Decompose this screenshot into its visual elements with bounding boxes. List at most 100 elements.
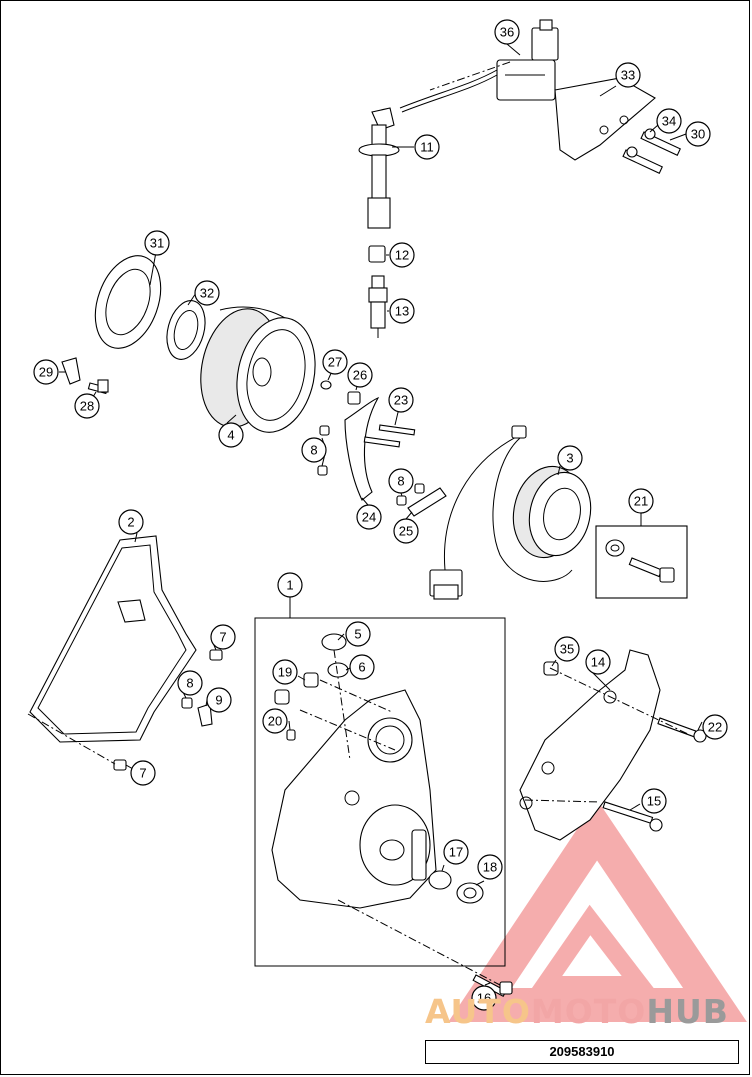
callout-5: 5 <box>345 621 371 647</box>
callout-7a: 7 <box>210 624 236 650</box>
callout-4: 4 <box>218 422 244 448</box>
nuts-8 <box>317 425 425 506</box>
watermark-text: AUTOMOTOHUB <box>425 992 729 1031</box>
callout-8a: 8 <box>301 437 327 463</box>
rotor-nut <box>347 391 361 405</box>
clip-29 <box>61 357 81 385</box>
flywheel-rotor <box>200 306 316 433</box>
svg-text:11: 11 <box>420 140 434 155</box>
svg-text:20: 20 <box>268 714 282 729</box>
document-number: 209583910 <box>425 1040 739 1064</box>
o-ring-6 <box>327 662 349 678</box>
ignition-coil <box>496 19 559 101</box>
callout-19: 19 <box>272 659 298 685</box>
callout-26: 26 <box>347 362 373 388</box>
svg-text:22: 22 <box>708 720 722 735</box>
callout-12: 12 <box>389 242 415 268</box>
callout-24: 24 <box>356 504 382 530</box>
spacer-ring <box>166 300 206 360</box>
svg-text:19: 19 <box>278 665 292 680</box>
watermark-logo <box>448 799 747 1022</box>
watermark-part1: AUTO <box>425 992 531 1031</box>
spark-plug-connector <box>358 107 400 229</box>
svg-text:23: 23 <box>394 393 408 408</box>
svg-text:26: 26 <box>353 368 367 383</box>
coil-cable <box>399 69 498 113</box>
svg-text:8: 8 <box>310 443 317 458</box>
stator <box>512 465 592 559</box>
callout-20: 20 <box>262 708 288 734</box>
svg-text:21: 21 <box>634 494 648 509</box>
callout-11: 11 <box>414 134 440 160</box>
svg-text:14: 14 <box>591 655 605 670</box>
callout-9: 9 <box>206 687 232 713</box>
svg-text:31: 31 <box>150 236 164 251</box>
callout-17: 17 <box>443 839 469 865</box>
stator-connector <box>429 569 463 600</box>
dowels-7 <box>113 649 223 771</box>
callout-36: 36 <box>494 19 520 45</box>
callout-34: 34 <box>656 108 682 134</box>
svg-text:7: 7 <box>219 630 226 645</box>
svg-text:7: 7 <box>139 766 146 781</box>
callout-29: 29 <box>33 359 59 385</box>
callout-35: 35 <box>554 636 580 662</box>
svg-text:36: 36 <box>500 25 514 40</box>
o-ring-17 <box>428 870 452 890</box>
part-8-9 <box>181 697 213 727</box>
callout-14: 14 <box>585 649 611 675</box>
svg-text:33: 33 <box>621 68 635 83</box>
screws-23 <box>363 424 416 448</box>
callout-15: 15 <box>641 788 667 814</box>
stator-cable <box>443 425 573 582</box>
svg-text:4: 4 <box>227 428 234 443</box>
callout-18: 18 <box>477 854 503 880</box>
kit-21-box <box>595 525 688 599</box>
callout-2: 2 <box>118 509 144 535</box>
svg-text:32: 32 <box>200 286 214 301</box>
trigger-bracket <box>344 397 380 501</box>
svg-text:13: 13 <box>395 304 409 319</box>
svg-text:35: 35 <box>560 642 574 657</box>
ignition-cover-box <box>254 617 506 967</box>
svg-text:8: 8 <box>186 676 193 691</box>
callout-25: 25 <box>393 518 419 544</box>
callout-23: 23 <box>388 387 414 413</box>
bracket-screws <box>622 128 681 174</box>
svg-text:1: 1 <box>286 578 293 593</box>
bolt-28 <box>87 379 109 395</box>
svg-text:25: 25 <box>399 524 413 539</box>
callout-1: 1 <box>277 572 303 598</box>
plug-18 <box>456 882 484 904</box>
spark-plug <box>368 275 388 338</box>
part-19 <box>274 672 319 705</box>
cover-gasket <box>29 535 197 743</box>
callout-27: 27 <box>322 349 348 375</box>
svg-text:8: 8 <box>397 474 404 489</box>
svg-text:29: 29 <box>39 365 53 380</box>
svg-text:5: 5 <box>354 627 361 642</box>
callout-33: 33 <box>615 62 641 88</box>
callout-8b: 8 <box>388 468 414 494</box>
svg-text:28: 28 <box>80 399 94 414</box>
bolt-22 <box>657 717 707 743</box>
watermark-part2: MOTO <box>530 992 647 1031</box>
callout-13: 13 <box>389 298 415 324</box>
callout-16: 16 <box>471 985 497 1011</box>
spark-plug-nut <box>368 245 386 263</box>
svg-text:6: 6 <box>358 660 365 675</box>
cover-plug-5 <box>321 633 347 651</box>
callout-31: 31 <box>144 230 170 256</box>
svg-text:15: 15 <box>647 794 661 809</box>
bolt-16 <box>472 974 513 998</box>
callout-28: 28 <box>74 393 100 419</box>
svg-text:18: 18 <box>483 860 497 875</box>
guide-25 <box>407 487 447 517</box>
callout-32: 32 <box>194 280 220 306</box>
svg-text:2: 2 <box>127 515 134 530</box>
callout-8c: 8 <box>177 670 203 696</box>
sprocket-cover <box>519 649 661 841</box>
svg-text:34: 34 <box>662 114 676 129</box>
